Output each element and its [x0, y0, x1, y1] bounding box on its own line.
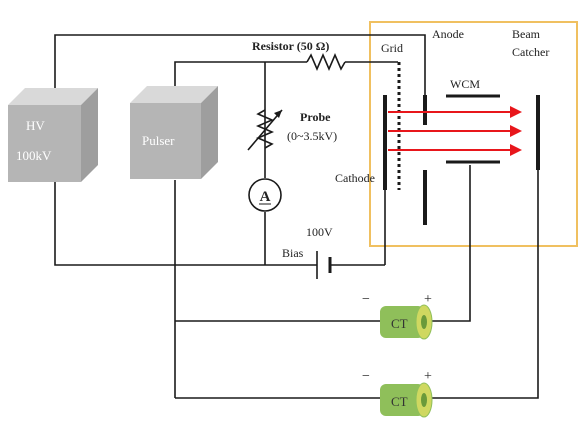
hv-power-supply: HV 100kV	[8, 88, 98, 182]
ct2-minus-sign: −	[362, 369, 370, 384]
beam-catcher-label: Beam	[512, 27, 541, 41]
hv-label: HV	[26, 118, 45, 133]
ct2-label: CT	[391, 394, 408, 409]
experiment-region-frame	[369, 21, 578, 247]
hv-voltage-label: 100kV	[16, 148, 52, 163]
ammeter-symbol-label: A	[260, 189, 271, 205]
wcm-label: WCM	[450, 77, 480, 91]
current-transformer-1: CT	[380, 304, 433, 340]
electron-beam	[388, 106, 522, 156]
bias-voltage-label: 100V	[306, 225, 333, 239]
ct2-plus-wire	[428, 165, 539, 399]
grid-label: Grid	[381, 41, 403, 55]
pulser-wire-top	[174, 61, 307, 90]
ct2-plus-sign: +	[424, 369, 432, 384]
cathode-label: Cathode	[335, 171, 375, 185]
ct1-plus-wire	[428, 165, 471, 322]
ct1-plus-sign: +	[424, 292, 432, 307]
pulser-label: Pulser	[142, 133, 175, 148]
current-transformer-2: CT	[380, 382, 433, 418]
ct1-label: CT	[391, 316, 408, 331]
resistor-label: Resistor (50 Ω)	[252, 39, 329, 53]
ct1-minus-sign: −	[362, 292, 370, 307]
circuit-wires	[54, 34, 539, 399]
resistor-symbol	[306, 52, 346, 72]
hv-wire-top	[54, 34, 426, 95]
bias-label: Bias	[282, 246, 304, 260]
bias-battery	[316, 251, 332, 279]
probe-range-label: (0~3.5kV)	[287, 129, 337, 143]
beam-catcher-label-line2: Catcher	[512, 45, 549, 59]
anode-label: Anode	[432, 27, 464, 41]
ammeter: A	[248, 178, 282, 212]
probe-variable-resistor	[247, 109, 283, 151]
pulser: Pulser	[130, 86, 218, 179]
probe-label: Probe	[300, 110, 331, 124]
hv-wire-bottom	[54, 180, 317, 266]
